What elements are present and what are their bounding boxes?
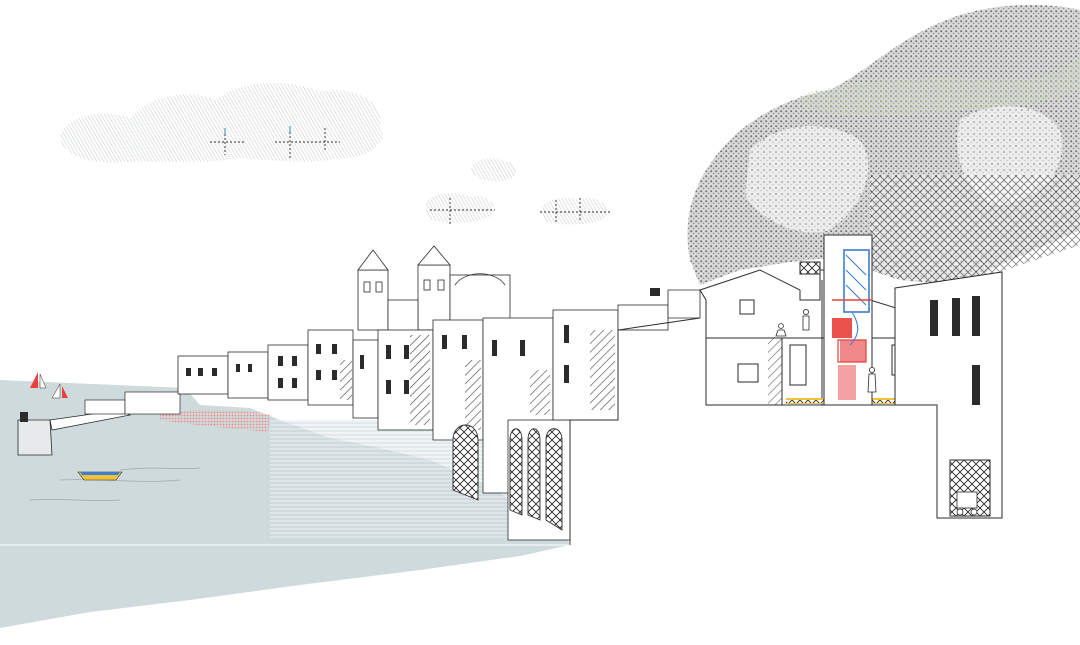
- cliff-crosshatch: [870, 175, 1080, 285]
- three-wheel-cart: [956, 491, 978, 516]
- pier: [17, 391, 181, 456]
- figure-seated: [775, 323, 787, 337]
- cloud-small-left: [425, 193, 495, 224]
- ground-line: [569, 317, 701, 545]
- arcade-arches: [452, 424, 563, 531]
- tall-section-building: [894, 271, 1003, 519]
- mountain-cliff: [687, 5, 1080, 285]
- figure-stairs: [867, 366, 877, 393]
- sailboat-red: [30, 372, 47, 389]
- figure-standing: [802, 308, 810, 331]
- cloud-small-right: [540, 197, 610, 225]
- cloud-large: [60, 82, 384, 163]
- stair-core: [823, 234, 873, 406]
- rowboat: [77, 471, 123, 481]
- cloud-puff: [470, 158, 516, 182]
- sailboat-white: [51, 383, 68, 399]
- harbor-buildings: [84, 391, 181, 415]
